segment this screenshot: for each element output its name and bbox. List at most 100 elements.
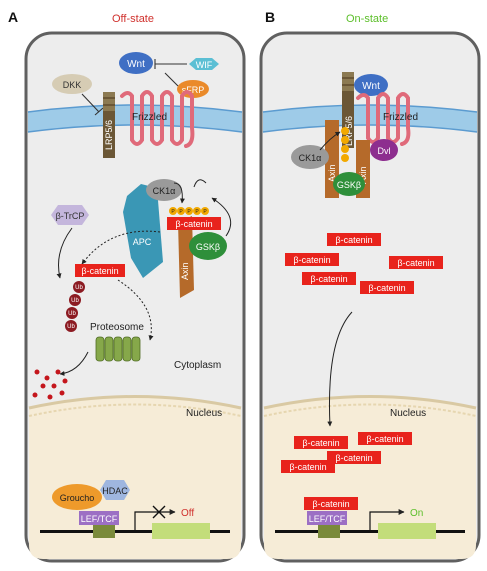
frizzled-receptor-on (356, 92, 411, 146)
sfrp-label: sFRP (182, 85, 205, 95)
frizzled-label-off: Frizzled (132, 112, 167, 123)
beta-catenin-cytoplasm-pool: β-catenin β-catenin β-catenin β-catenin … (285, 233, 443, 294)
lef-tcf-off (79, 511, 119, 525)
dna-block-off (93, 524, 115, 538)
beta-catenin-dna-label: β-catenin (312, 499, 349, 509)
svg-text:Ub: Ub (71, 298, 79, 304)
dna-block-on (318, 524, 340, 538)
axin-label-on-left: Axin (327, 164, 337, 182)
beta-catenin-nuclear-pool: β-catenin β-catenin β-catenin β-catenin (281, 432, 412, 473)
svg-text:Ub: Ub (68, 311, 76, 317)
hdac-label: HDAC (102, 486, 128, 496)
wnt-label-on: Wnt (362, 81, 380, 92)
dna-line-off (40, 530, 230, 533)
axin-shape-off (178, 216, 194, 298)
beta-catenin-ubiquitinated (75, 264, 125, 277)
nuclear-translocation-arrow (327, 311, 353, 427)
svg-text:P: P (179, 209, 183, 215)
svg-text:β-catenin: β-catenin (397, 258, 434, 268)
hdac-shape (100, 480, 130, 500)
frizzled-label-on: Frizzled (383, 112, 418, 123)
dkk-label: DKK (63, 80, 82, 90)
svg-text:β-catenin: β-catenin (335, 235, 372, 245)
gsk-shape-off (189, 232, 227, 260)
beta-catenin-complex-label: β-catenin (175, 219, 212, 229)
svg-text:Ub: Ub (75, 285, 83, 291)
beta-catenin-complex (167, 217, 221, 230)
proteosome-shape (95, 336, 141, 362)
wif-label: WIF (196, 60, 213, 70)
ck1-arrow-on (319, 131, 341, 151)
ck1-label-on: CK1α (299, 153, 322, 163)
svg-text:β-catenin: β-catenin (335, 453, 372, 463)
transcription-arrow-on (369, 509, 405, 530)
wnt-ligand-off (119, 52, 153, 74)
lrp-label-off: LRP5/6 (104, 120, 114, 150)
svg-text:β-catenin: β-catenin (310, 274, 347, 284)
phospho-groups-on (341, 127, 349, 162)
gsk-shape-on (333, 172, 365, 196)
lef-tcf-label-on: LEF/TCF (309, 514, 346, 524)
axin-label-off: Axin (180, 262, 190, 280)
svg-text:β-catenin: β-catenin (302, 438, 339, 448)
beta-catenin-ub-label: β-catenin (81, 266, 118, 276)
nucleus-on (263, 395, 477, 559)
target-gene-on (378, 523, 436, 539)
ubiquitin-chain: Ub Ub Ub Ub (65, 281, 85, 332)
svg-text:P: P (203, 209, 207, 215)
lef-tcf-on (307, 511, 347, 525)
cytoplasm-label: Cytoplasm (174, 360, 221, 371)
panel-letter-a: A (8, 9, 18, 25)
svg-text:β-catenin: β-catenin (368, 283, 405, 293)
gsk-label-off: GSKβ (196, 242, 220, 252)
inhibition-lines-wnt (154, 59, 187, 87)
groucho-shape (52, 484, 102, 510)
panel-off: A Off-state Wnt WIF sFRP DKK (8, 9, 246, 563)
transcription-arrow-off (134, 509, 176, 530)
on-state-title: On-state (346, 13, 388, 25)
axin-label-on-right: Axin (358, 166, 368, 184)
btrcp-label: β-TrCP (56, 211, 85, 221)
proteosome-label: Proteosome (90, 322, 144, 333)
complex-arrows (173, 179, 232, 237)
panel-letter-b: B (265, 9, 275, 25)
groucho-label: Groucho (60, 493, 95, 503)
apc-label: APC (133, 237, 152, 247)
dkk-inhibition (81, 93, 104, 116)
lef-tcf-label-off: LEF/TCF (81, 514, 118, 524)
ck1-shape-on (291, 145, 329, 169)
dvl-shape (370, 139, 398, 161)
dvl-label: Dvl (378, 146, 391, 156)
wnt-ligand-on (354, 74, 388, 96)
degraded-fragments (32, 369, 68, 400)
beta-catenin-dna-bound (304, 497, 358, 510)
cell-membrane-off (27, 104, 243, 133)
svg-text:β-catenin: β-catenin (293, 255, 330, 265)
gsk-label-on: GSKβ (337, 180, 361, 190)
ck1-label-off: CK1α (153, 186, 176, 196)
nucleus-label-on: Nucleus (390, 408, 426, 419)
nucleus-label-off: Nucleus (186, 408, 222, 419)
svg-text:Ub: Ub (67, 324, 75, 330)
wnt-label-off: Wnt (127, 59, 145, 70)
dna-line-on (275, 530, 465, 533)
panel-on: B On-state LRP5/6 Wnt Frizzled Axin Axi (259, 9, 481, 563)
blocked-x (152, 505, 166, 519)
svg-text:β-catenin: β-catenin (366, 434, 403, 444)
degradation-arrows (56, 227, 161, 376)
wif-shape (189, 58, 219, 70)
ck1-shape-off (146, 179, 182, 201)
off-state-title: Off-state (112, 13, 154, 25)
on-label: On (410, 508, 423, 519)
target-gene-off (152, 523, 210, 539)
svg-text:P: P (187, 209, 191, 215)
svg-text:P: P (171, 209, 175, 215)
btrcp-shape (51, 205, 89, 225)
frizzled-receptor-off (120, 90, 195, 148)
lrp-receptor-off (103, 92, 115, 158)
off-label: Off (181, 508, 194, 519)
svg-text:β-catenin: β-catenin (289, 462, 326, 472)
phospho-groups: P P P P P (169, 207, 209, 215)
svg-text:P: P (195, 209, 199, 215)
